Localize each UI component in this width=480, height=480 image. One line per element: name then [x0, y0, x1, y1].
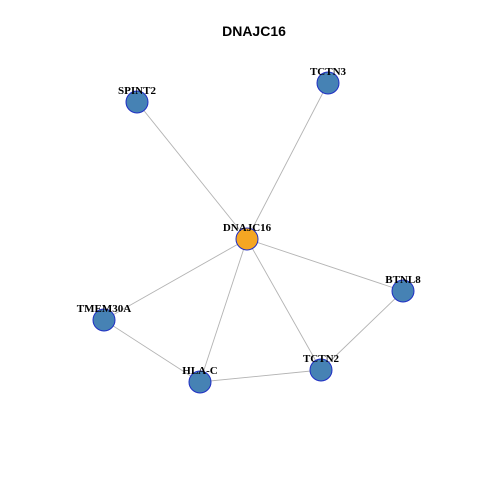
node-dnajc16: [235, 227, 259, 251]
edge-hla-c-tctn2: [199, 369, 322, 383]
edge-tmem30a-hla-c: [103, 319, 201, 383]
node-label-dnajc16: DNAJC16: [223, 222, 272, 234]
edge-dnajc16-spint2: [136, 101, 248, 240]
node-label-tmem30a: TMEM30A: [77, 303, 131, 315]
node-label-btnl8: BTNL8: [385, 274, 421, 286]
edge-dnajc16-tmem30a: [103, 238, 248, 321]
node-tctn3: [316, 71, 340, 95]
edge-dnajc16-tctn3: [246, 82, 329, 240]
node-tctn2: [309, 358, 333, 382]
node-label-hla-c: HLA-C: [182, 365, 218, 377]
edge-tctn2-btnl8: [320, 290, 404, 371]
edge-dnajc16-hla-c: [199, 238, 248, 383]
node-label-spint2: SPINT2: [118, 85, 156, 97]
node-btnl8: [391, 279, 415, 303]
node-tmem30a: [92, 308, 116, 332]
node-label-tctn3: TCTN3: [310, 66, 347, 78]
edge-dnajc16-btnl8: [246, 238, 404, 292]
node-spint2: [125, 90, 149, 114]
diagram-title: DNAJC16: [222, 23, 286, 39]
edges-layer: [103, 82, 404, 383]
node-hla-c: [188, 370, 212, 394]
node-label-tctn2: TCTN2: [303, 353, 340, 365]
nodes-layer: [92, 71, 415, 394]
edge-dnajc16-tctn2: [246, 238, 322, 371]
